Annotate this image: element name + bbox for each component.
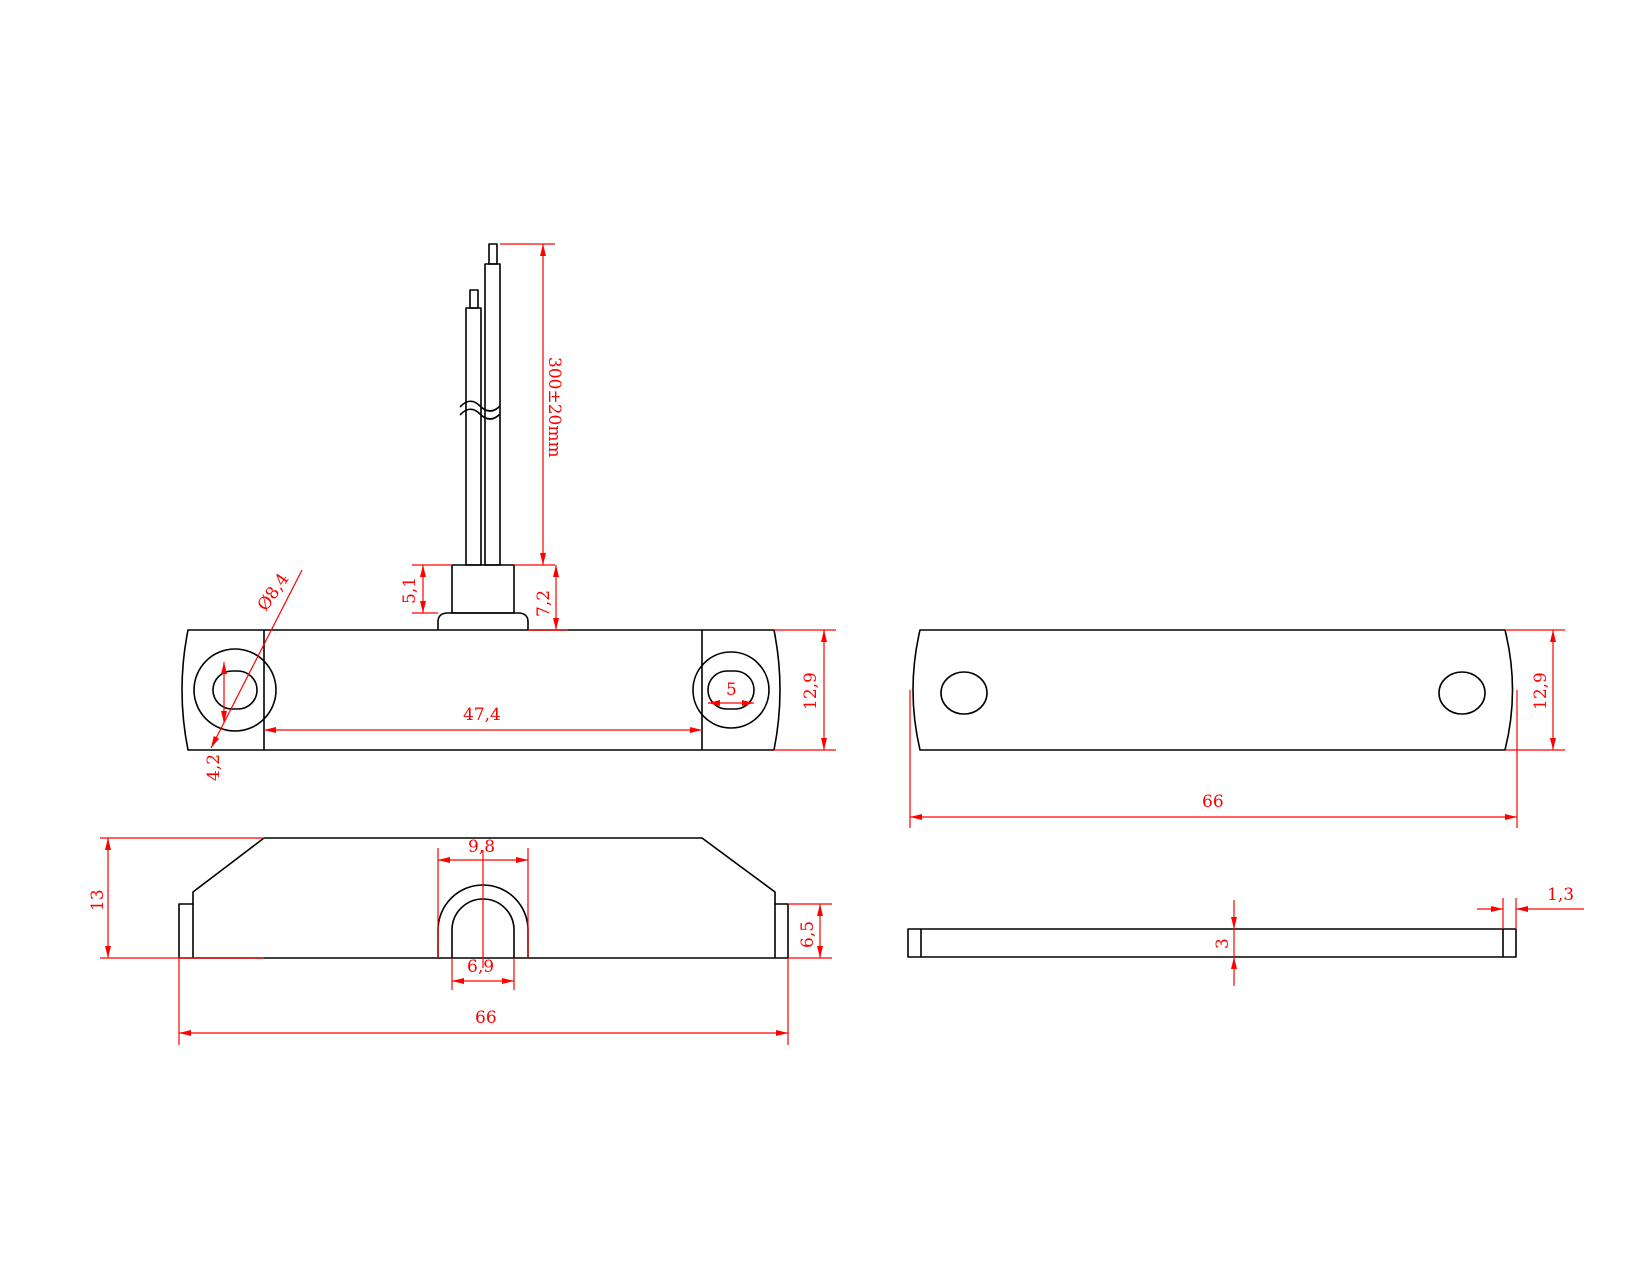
boot-height-label: 5,1 <box>400 577 420 604</box>
sensor-length-label: 66 <box>475 1008 497 1028</box>
hole-spacing-label: 47,4 <box>463 705 501 725</box>
magnet-side-dimensions: 3 1,3 <box>1213 885 1584 986</box>
magnet-side-view <box>907 928 1517 958</box>
sensor-side-dimensions: 13 9,8 6,9 6,5 66 <box>88 837 832 1045</box>
sensor-height-label: 13 <box>88 889 108 911</box>
cable-boot <box>451 564 515 614</box>
magnet-end-label: 1,3 <box>1547 885 1574 905</box>
magnet-top-view <box>912 629 1514 751</box>
sensor-side-view <box>178 837 789 968</box>
right-hole-slot <box>707 670 755 710</box>
sensor-width-label: 12,9 <box>801 672 821 710</box>
magnet-body-outline <box>912 629 1514 751</box>
left-hole-outer <box>193 648 277 732</box>
sensor-top-view <box>181 243 781 751</box>
wire-left <box>465 307 482 566</box>
sensor-side-outline <box>178 837 789 959</box>
right-hole-outer <box>692 651 770 729</box>
wire-break-symbol <box>459 400 501 420</box>
hole-diameter-label: Ø8,4 <box>254 570 294 615</box>
magnet-thickness-label: 3 <box>1213 938 1233 949</box>
magnet-top-dimensions: 12,9 66 <box>909 629 1565 828</box>
wire-left-tip <box>469 289 479 309</box>
wire-right-tip <box>488 243 498 265</box>
sensor-body-outline <box>181 629 781 751</box>
hole-diameter-leader <box>210 569 303 749</box>
magnet-left-hole <box>940 671 988 715</box>
magnet-side-outline <box>907 928 1517 958</box>
boot-inner-label: 6,9 <box>467 957 494 977</box>
cable-length-label: 300±20mm <box>544 357 564 458</box>
sensor-top-dimensions: 300±20mm 5,1 7,2 Ø8,4 4,2 5 47,4 12,9 <box>204 243 836 781</box>
boot-total-label: 7,2 <box>534 590 554 617</box>
end-height-label: 6,5 <box>798 921 818 948</box>
cable-boot-base <box>437 612 529 630</box>
wire-right <box>484 263 501 566</box>
magnet-length-label: 66 <box>1202 792 1224 812</box>
boot-outer-label: 9,8 <box>468 837 495 857</box>
left-hole-slot <box>212 670 258 710</box>
magnet-right-hole <box>1438 671 1486 715</box>
slot-length-label: 5 <box>726 680 737 700</box>
hole-width-label: 4,2 <box>204 754 224 781</box>
magnet-width-label: 12,9 <box>1531 672 1551 710</box>
